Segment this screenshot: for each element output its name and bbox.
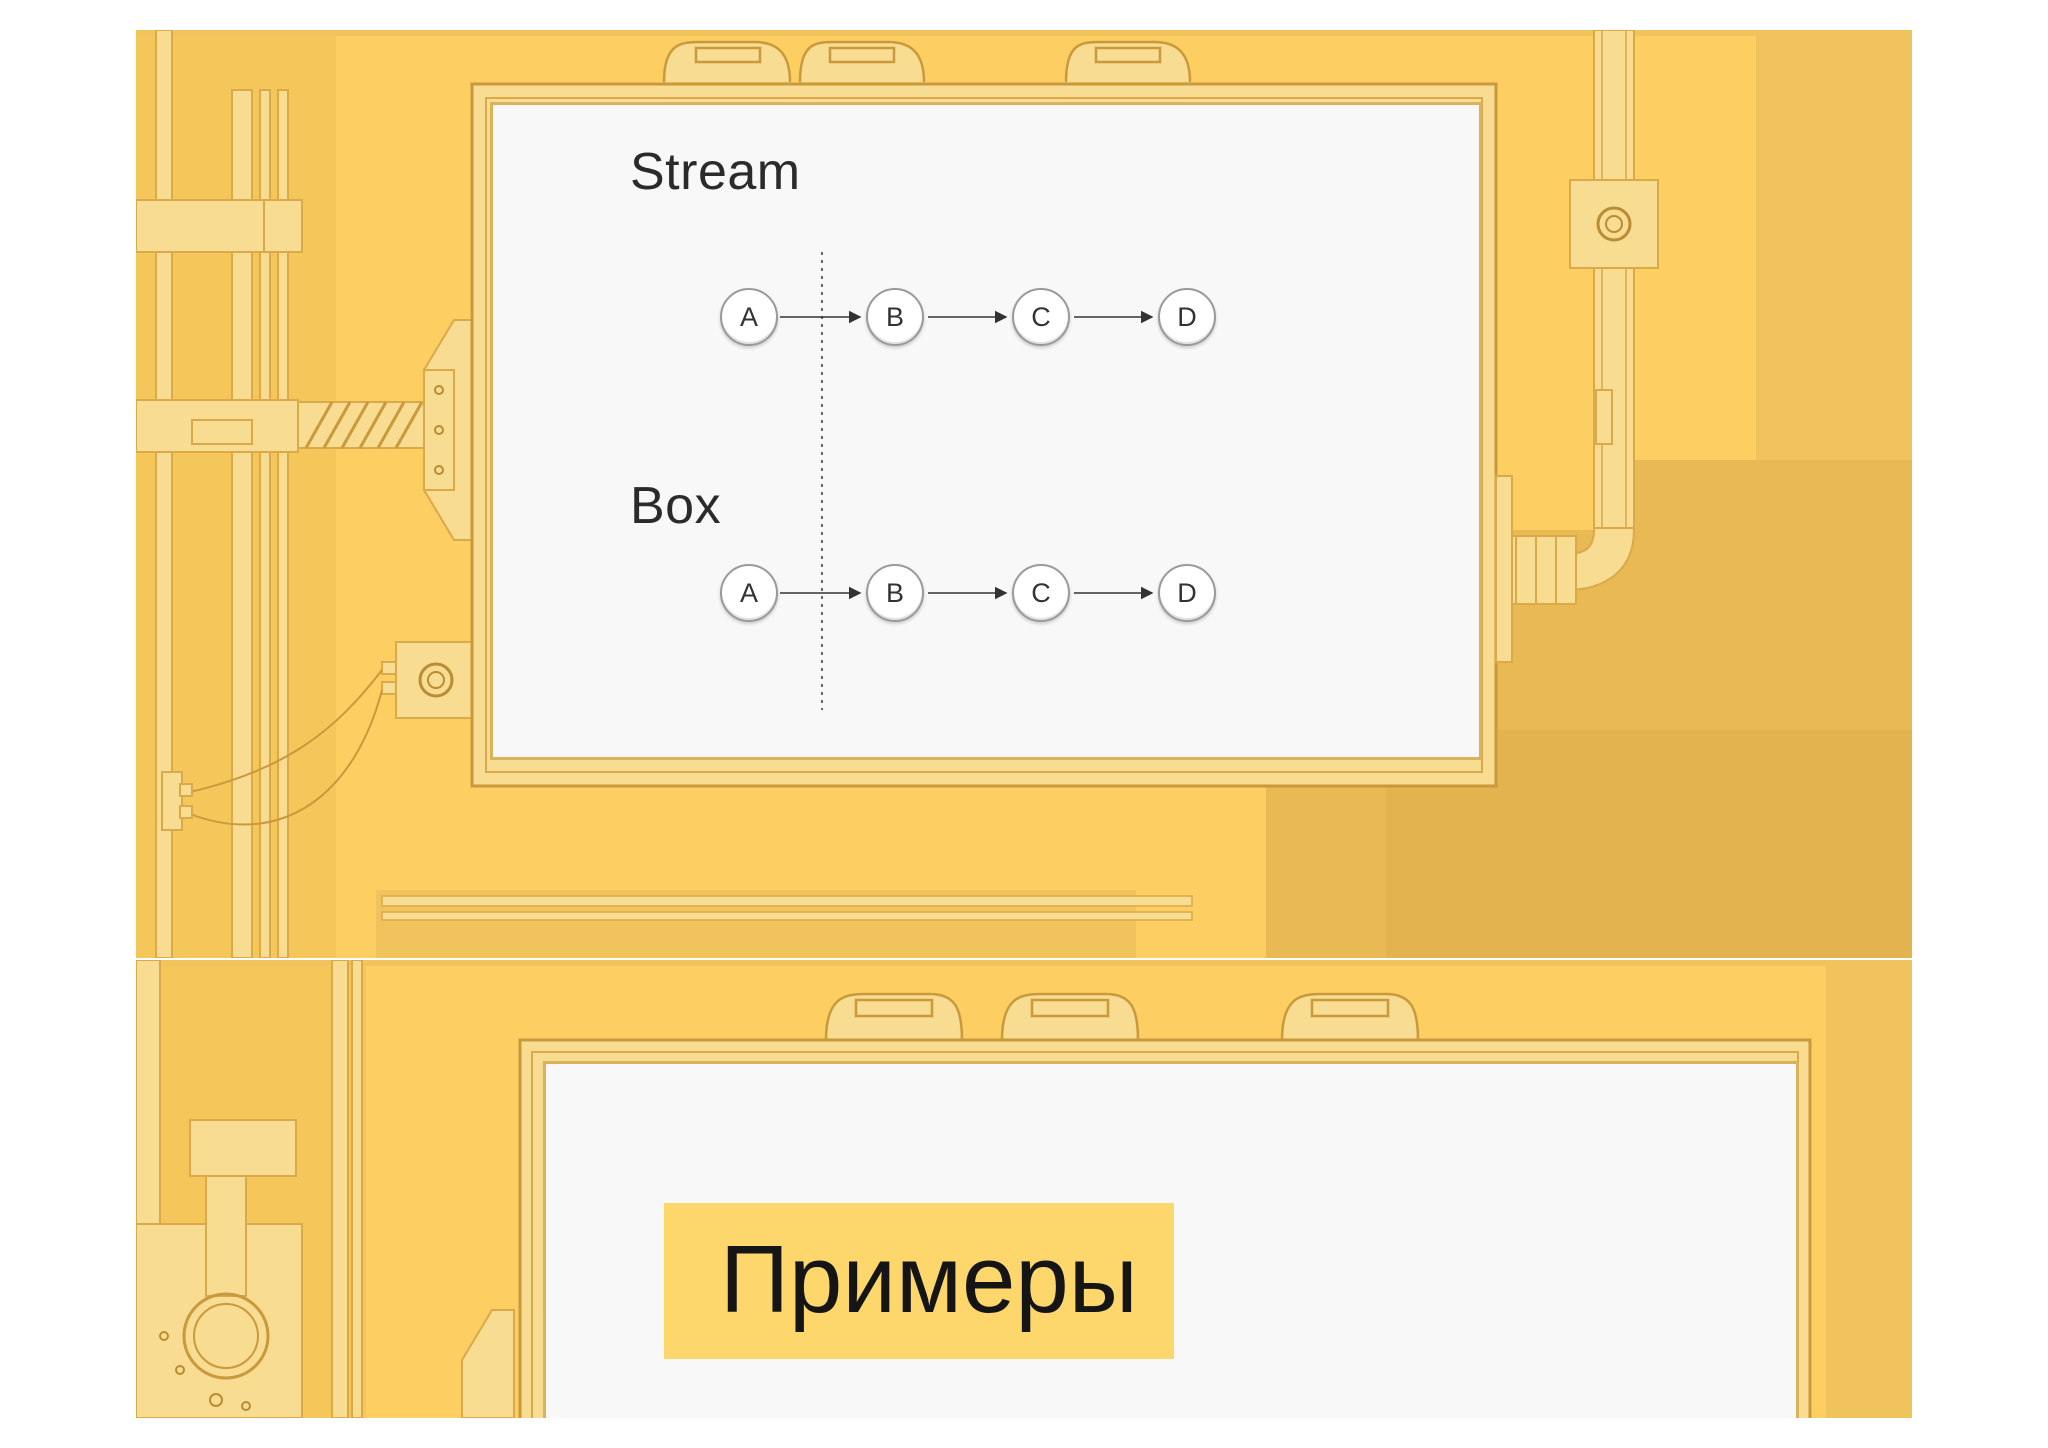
box-node-c: C <box>1012 564 1070 622</box>
box-node-d: D <box>1158 564 1216 622</box>
examples-title-box: Примеры <box>664 1203 1174 1359</box>
diagram-arrows <box>780 252 1154 710</box>
examples-title: Примеры <box>720 1226 1138 1333</box>
stream-node-a: A <box>720 288 778 346</box>
box-node-a: A <box>720 564 778 622</box>
slide-stream-box: Stream Box A B C D A B C D <box>136 30 1912 958</box>
stream-node-c: C <box>1012 288 1070 346</box>
stream-box-board <box>490 102 1482 760</box>
box-label: Box <box>630 477 722 535</box>
stream-node-d: D <box>1158 288 1216 346</box>
box-node-b: B <box>866 564 924 622</box>
stream-label: Stream <box>630 143 801 201</box>
stream-node-b: B <box>866 288 924 346</box>
slide-examples: Примеры <box>136 960 1912 1418</box>
